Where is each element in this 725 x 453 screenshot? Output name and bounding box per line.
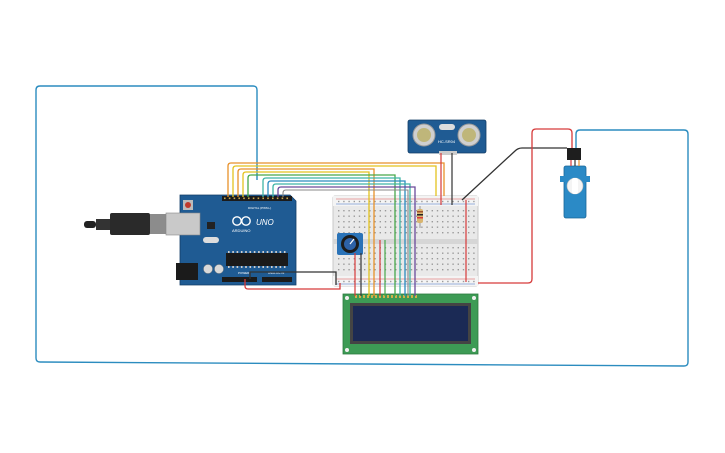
arduino-power-header-text: POWER [238,271,250,275]
wire-orange-2[interactable] [237,168,375,296]
arduino-logo-icon [232,216,251,226]
wire-yellow-2[interactable] [242,171,370,296]
wire-blue-loop[interactable] [35,85,689,367]
wire-arduino-5v[interactable] [244,279,341,290]
wire-arduino-gnd[interactable] [249,271,337,285]
arduino-model-text: UNO [256,218,274,227]
wire-green-1[interactable] [247,174,396,296]
ultrasonic-label-text: HC-SR04 [438,139,456,144]
lcd-16x2[interactable] [342,293,479,355]
wire-gray-1[interactable] [282,189,409,296]
arduino-digital-header-text: DIGITAL (PWM~) [248,206,271,210]
wire-yellow-1[interactable] [232,165,437,197]
wire-teal-1[interactable] [262,177,401,296]
wire-servo-red[interactable] [478,128,573,284]
wire-orange-1[interactable] [227,162,445,197]
wire-servo-black[interactable] [461,147,567,201]
potentiometer[interactable] [337,233,363,255]
ultrasonic-sensor[interactable]: HC-SR04 [407,119,487,155]
wire-group[interactable] [227,128,573,296]
arduino-uno[interactable]: ARDUINO UNO DIGITAL (PWM~) POWER ANALOG … [84,194,297,286]
wire-purple-1[interactable] [277,186,416,296]
wire-blue-1[interactable] [267,180,406,296]
arduino-analog-header-text: ANALOG IN [268,271,284,275]
servo-motor[interactable] [560,148,590,219]
arduino-brand-text: ARDUINO [232,228,250,233]
resistor[interactable] [417,206,423,228]
wire-teal-2[interactable] [272,183,411,296]
